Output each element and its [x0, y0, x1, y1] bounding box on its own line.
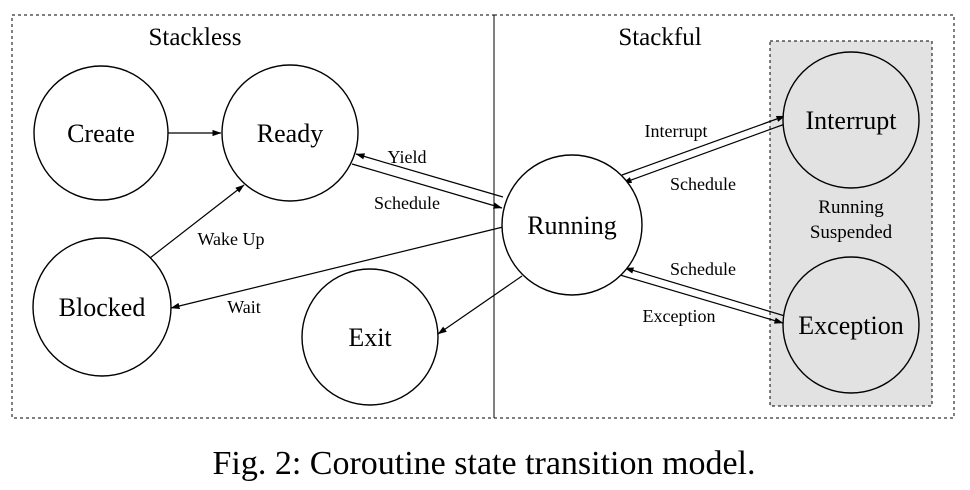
- edge-blocked-ready-wakeup: [149, 184, 245, 259]
- edge-label-wake-up: Wake Up: [197, 229, 264, 249]
- edge-running-interrupt: [621, 115, 786, 176]
- node-exit-label: Exit: [348, 323, 392, 352]
- edge-interrupt-running-schedule: [622, 123, 786, 184]
- node-interrupt-label: Interrupt: [806, 106, 898, 135]
- edge-running-exception: [619, 274, 784, 324]
- node-exception: Exception: [782, 256, 920, 394]
- node-running-label: Running: [527, 211, 617, 240]
- node-blocked: Blocked: [32, 237, 172, 377]
- edge-ready-running-schedule: [351, 163, 503, 209]
- edge-label-schedule-from-interrupt: Schedule: [670, 174, 736, 194]
- edge-label-wait: Wait: [227, 297, 261, 317]
- edge-running-blocked-wait: [170, 226, 504, 310]
- node-interrupt: Interrupt: [782, 51, 920, 189]
- stackless-region: [11, 14, 495, 419]
- node-running: Running: [501, 154, 643, 296]
- stackful-title: Stackful: [618, 24, 701, 51]
- node-create: Create: [33, 65, 169, 201]
- edge-label-interrupt: Interrupt: [645, 121, 708, 141]
- edge-running-ready-yield: [355, 153, 504, 198]
- edge-running-exit: [437, 275, 523, 335]
- stackful-region: [493, 14, 955, 419]
- edge-label-exception: Exception: [643, 306, 716, 326]
- running-suspended-label-line1: Running: [818, 197, 884, 218]
- node-create-label: Create: [67, 119, 135, 148]
- edge-label-schedule-from-exception: Schedule: [670, 259, 736, 279]
- node-blocked-label: Blocked: [59, 293, 146, 322]
- stackless-title: Stackless: [148, 24, 241, 51]
- node-ready: Ready: [221, 64, 359, 202]
- node-exception-label: Exception: [798, 311, 903, 340]
- node-ready-label: Ready: [257, 119, 323, 148]
- edge-exception-running-schedule: [624, 267, 786, 317]
- running-suspended-label-line2: Suspended: [810, 222, 893, 243]
- edge-label-schedule-ready: Schedule: [374, 193, 440, 213]
- node-exit: Exit: [301, 268, 439, 406]
- figure-caption: Fig. 2: Coroutine state transition model…: [212, 445, 755, 482]
- edge-label-yield: Yield: [388, 147, 427, 167]
